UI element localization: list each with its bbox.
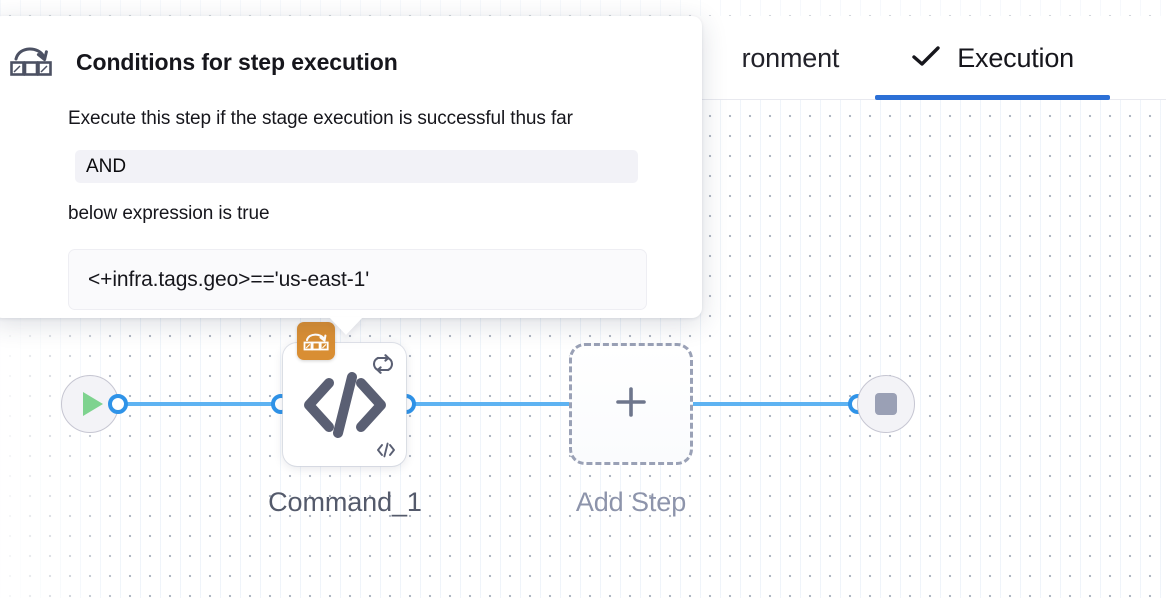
code-brackets-small-icon xyxy=(374,440,398,460)
condition-expression-value: <+infra.tags.geo>=='us-east-1' xyxy=(88,267,370,291)
tab-list: ronment Execution xyxy=(0,16,1166,100)
conditional-execution-badge-icon xyxy=(297,322,335,360)
end-node[interactable] xyxy=(857,375,915,433)
tab-execution-label: Execution xyxy=(957,42,1074,73)
add-step-button[interactable] xyxy=(569,343,693,465)
step-conditions-popover: Conditions for step execution Execute th… xyxy=(0,16,702,335)
conditional-execution-icon xyxy=(8,39,54,86)
start-node-output-port[interactable] xyxy=(108,394,128,414)
tab-bar-top-grid-strip xyxy=(0,0,1166,16)
popover-header: Conditions for step execution xyxy=(8,39,398,86)
condition-description-line-1: Execute this step if the stage execution… xyxy=(68,108,573,129)
condition-expression-field[interactable]: <+infra.tags.geo>=='us-east-1' xyxy=(68,249,647,310)
step-node-command-1[interactable] xyxy=(283,322,406,466)
retry-loop-icon xyxy=(366,347,400,381)
check-icon xyxy=(911,44,941,73)
tab-environment[interactable]: ronment xyxy=(706,16,876,100)
popover-title: Conditions for step execution xyxy=(76,49,398,75)
popover-pointer-arrow xyxy=(329,317,363,335)
edge-start-to-command xyxy=(110,402,292,406)
condition-description-line-2: below expression is true xyxy=(68,203,270,224)
play-icon xyxy=(83,392,103,416)
condition-operator-field[interactable]: AND xyxy=(75,150,638,183)
tab-active-underline xyxy=(875,95,1110,100)
code-brackets-icon xyxy=(283,343,406,466)
plus-icon xyxy=(611,382,651,427)
stop-icon xyxy=(875,393,897,415)
tab-execution[interactable]: Execution xyxy=(875,16,1110,100)
tab-environment-label: ronment xyxy=(741,42,840,73)
condition-operator-value: AND xyxy=(86,155,127,177)
step-node-label: Command_1 xyxy=(268,487,422,517)
add-step-label: Add Step xyxy=(575,487,687,517)
